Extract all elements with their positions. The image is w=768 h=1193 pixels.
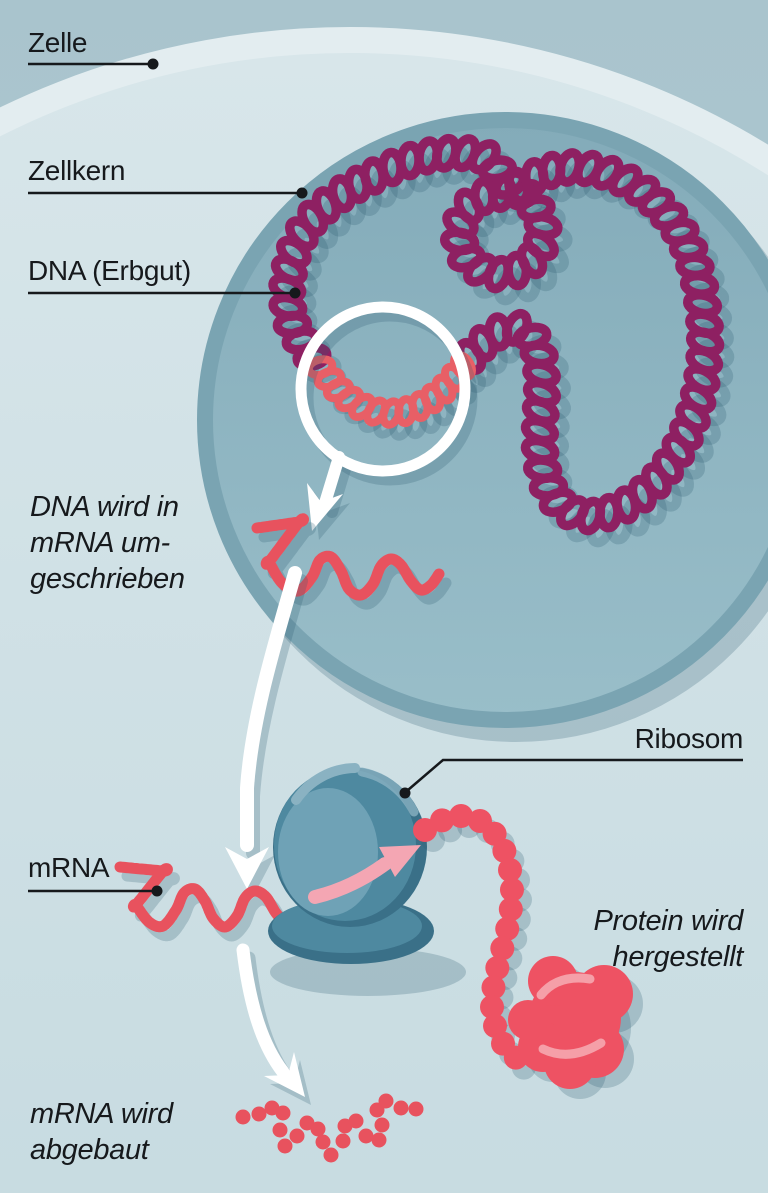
annotation-line: mRNA wird	[30, 1098, 173, 1130]
label-zellkern: Zellkern	[28, 155, 126, 186]
annotation-line: hergestellt	[612, 941, 744, 973]
annotation-line: Protein wird	[593, 905, 743, 937]
annotation-degradation: mRNA wird abgebaut	[30, 1096, 173, 1168]
annotation-line: mRNA um-	[30, 527, 170, 559]
degradation-arrow	[236, 943, 311, 1105]
annotation-line: geschrieben	[30, 563, 185, 595]
mrna-squiggle-nucleus	[251, 513, 452, 610]
magnifier-ring	[295, 301, 478, 540]
annotation-line: abgebaut	[30, 1134, 149, 1166]
label-ribosom: Ribosom	[634, 723, 744, 754]
annotation-line: DNA wird in	[30, 491, 179, 523]
label-zelle: Zelle	[28, 27, 88, 58]
protein-blob	[508, 956, 643, 1099]
transcription-flow-arrow	[225, 566, 308, 897]
translation-arrow	[308, 845, 421, 904]
label-dna: DNA (Erbgut)	[28, 255, 191, 286]
dna-strand	[268, 133, 735, 548]
label-mrna: mRNA	[28, 852, 110, 883]
mrna-fragments	[235, 1093, 424, 1163]
label-connector-lines	[28, 58, 743, 897]
annotation-protein: Protein wird hergestellt	[593, 903, 743, 975]
annotation-transcription: DNA wird in mRNA um- geschrieben	[30, 489, 185, 597]
protein-chain	[413, 803, 536, 1080]
ribosome-shape	[268, 763, 466, 996]
